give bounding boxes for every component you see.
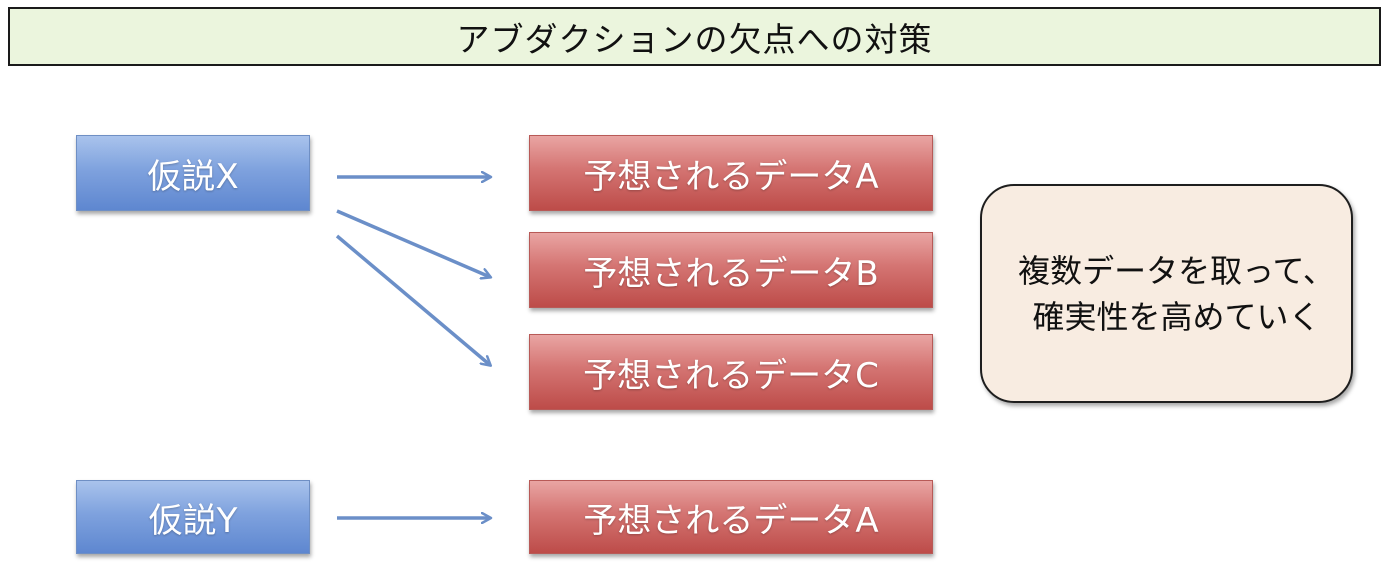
arrow-x-to-b — [336, 209, 490, 277]
note-line-1: 複数データを取って、 — [1018, 251, 1335, 290]
page-title: アブダクションの欠点への対策 — [8, 7, 1381, 66]
data-box-a-y: 予想されるデータA — [529, 480, 933, 554]
data-box-a-x: 予想されるデータA — [529, 135, 933, 211]
data-box-b: 予想されるデータB — [529, 232, 933, 308]
strategy-note: 複数データを取って、 確実性を高めていく — [980, 184, 1353, 403]
hypothesis-x-box: 仮説X — [76, 135, 310, 211]
data-box-c: 予想されるデータC — [529, 334, 933, 410]
note-line-2: 確実性を高めていく — [1032, 297, 1321, 336]
hypothesis-y-box: 仮説Y — [76, 480, 310, 554]
arrow-x-to-c — [335, 234, 490, 365]
